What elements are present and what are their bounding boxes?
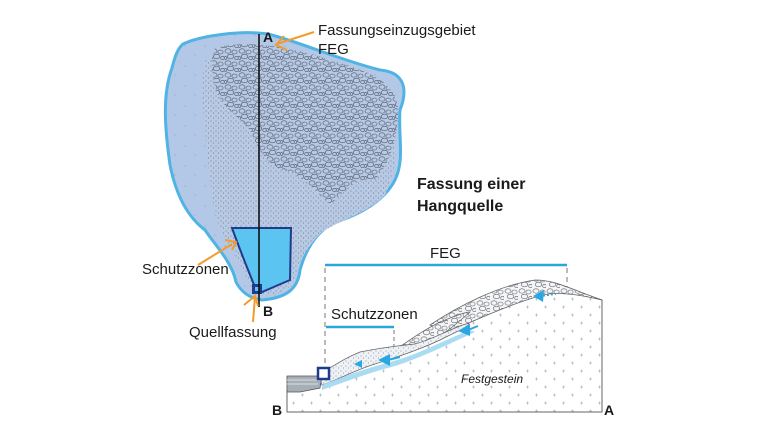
protection-zone	[230, 227, 293, 293]
diagram-title-line1: Fassung einer	[417, 176, 526, 193]
catchment-pointer-arrow	[274, 31, 315, 51]
spring-capture-label: Quellfassung	[189, 324, 277, 341]
feg-section-label: FEG	[430, 245, 461, 262]
catchment-abbrev-label: FEG	[318, 41, 349, 58]
spring-capture-pointer-arrow	[243, 294, 259, 323]
section-label-b-bottom: B	[263, 303, 274, 319]
section-marker-b: B	[272, 402, 283, 418]
section-marker-a: A	[604, 402, 615, 418]
bedrock-label: Festgestein	[461, 372, 524, 386]
gravel-layer	[429, 279, 603, 333]
protection-zones-section-label: Schutzzonen	[331, 306, 418, 323]
spring-capture-marker-section	[316, 366, 331, 381]
protection-zones-label: Schutzzonen	[142, 261, 229, 278]
plan-view	[163, 31, 406, 323]
section-label-a-top: A	[263, 29, 274, 45]
cross-section	[286, 263, 603, 413]
flow-arrows	[354, 290, 557, 368]
aquifer-layer	[317, 323, 470, 386]
catchment-label: Fassungseinzugsgebiet	[318, 22, 476, 39]
protection-zone-pointer-arrow	[197, 239, 238, 266]
diagram-title-line2: Hangquelle	[417, 198, 504, 215]
